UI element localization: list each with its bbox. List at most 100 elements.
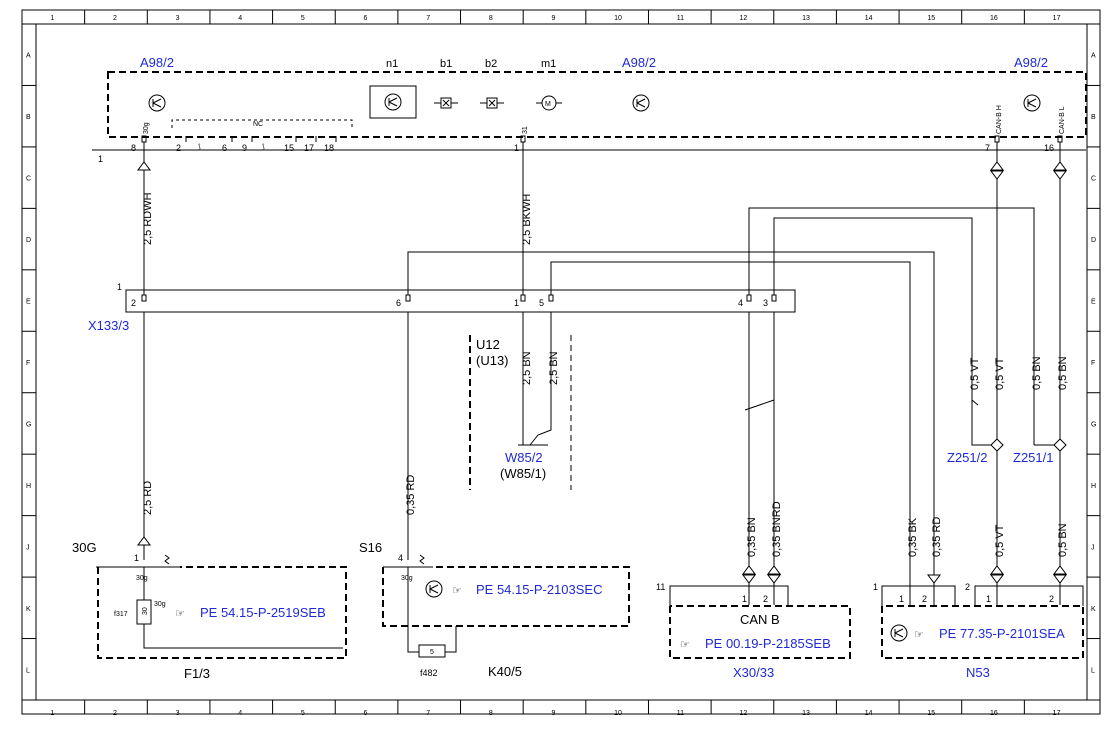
f13-label: F1/3 bbox=[184, 666, 210, 681]
m1-label: m1 bbox=[541, 58, 556, 70]
grid-labels: 1122334455667788991010111112121313141415… bbox=[22, 10, 1100, 717]
svg-text:6: 6 bbox=[396, 298, 401, 308]
grid-column-label: 12 bbox=[739, 710, 747, 717]
grid-column-label: 2 bbox=[113, 710, 117, 717]
grid-row-label: F bbox=[26, 360, 30, 367]
svg-text:5: 5 bbox=[430, 649, 434, 656]
svg-text:30: 30 bbox=[142, 607, 149, 615]
can-b-label: CAN B bbox=[740, 612, 780, 627]
x30-label: X30/33 bbox=[733, 665, 774, 680]
grid-column-label: 5 bbox=[301, 710, 305, 717]
svg-text:2,5 BN: 2,5 BN bbox=[548, 351, 560, 385]
grid-column-label: 15 bbox=[927, 710, 935, 717]
grid-column-label: 16 bbox=[990, 15, 998, 22]
grid-row-label: F bbox=[1091, 360, 1095, 367]
svg-text:1: 1 bbox=[873, 582, 878, 592]
grid-row-label: D bbox=[1091, 237, 1096, 244]
control-unit-icon bbox=[632, 94, 650, 112]
grid-row-label: L bbox=[1091, 667, 1095, 674]
grid-column-label: 1 bbox=[50, 710, 54, 717]
svg-text:2: 2 bbox=[176, 143, 181, 153]
pointer-icon: ☞ bbox=[680, 639, 690, 651]
svg-text:0,5 VT: 0,5 VT bbox=[994, 524, 1006, 557]
reference-link-n53[interactable]: PE 77.35-P-2101SEA bbox=[939, 626, 1065, 641]
svg-text:7: 7 bbox=[985, 143, 990, 153]
svg-text:30G: 30G bbox=[72, 540, 97, 555]
svg-text:1: 1 bbox=[514, 298, 519, 308]
svg-text:11: 11 bbox=[656, 582, 665, 592]
svg-text:1: 1 bbox=[986, 594, 991, 604]
grid-row-label: E bbox=[26, 299, 31, 306]
reference-link-k40[interactable]: PE 54.15-P-2103SEC bbox=[476, 582, 602, 597]
grid-column-label: 13 bbox=[802, 15, 810, 22]
grid-column-label: 5 bbox=[301, 15, 305, 22]
x133-label: X133/3 bbox=[88, 318, 129, 333]
grid-row-label: E bbox=[1091, 299, 1096, 306]
grid-column-label: 9 bbox=[552, 710, 556, 717]
z251-2-label: Z251/2 bbox=[947, 450, 987, 465]
svg-text:18: 18 bbox=[324, 143, 334, 153]
grid-column-label: 6 bbox=[364, 15, 368, 22]
grid-row-label: B bbox=[1091, 114, 1096, 121]
diagram-frame bbox=[21, 9, 1101, 715]
svg-text:⟆: ⟆ bbox=[198, 143, 201, 151]
n53-label: N53 bbox=[966, 665, 990, 680]
svg-text:0,5 BN: 0,5 BN bbox=[1057, 356, 1069, 390]
control-unit-icon bbox=[148, 94, 166, 112]
grid-column-label: 13 bbox=[802, 710, 810, 717]
svg-text:⟆: ⟆ bbox=[262, 143, 265, 151]
grid-column-label: 11 bbox=[677, 710, 684, 717]
grid-column-label: 17 bbox=[1053, 15, 1061, 22]
b1-label: b1 bbox=[440, 58, 452, 70]
svg-text:0,5 BN: 0,5 BN bbox=[1057, 523, 1069, 557]
control-unit-icon bbox=[369, 85, 417, 119]
svg-text:4: 4 bbox=[738, 298, 743, 308]
svg-text:15: 15 bbox=[284, 143, 294, 153]
k40-label: K40/5 bbox=[488, 664, 522, 679]
svg-text:0,35 BK: 0,35 BK bbox=[907, 517, 919, 557]
svg-text:31: 31 bbox=[522, 126, 529, 134]
svg-text:1: 1 bbox=[98, 154, 103, 164]
reference-link-f13[interactable]: PE 54.15-P-2519SEB bbox=[200, 605, 326, 620]
b2-label: b2 bbox=[485, 58, 497, 70]
wire-label: 2,5 BKWH bbox=[521, 194, 533, 245]
svg-text:2,5 BN: 2,5 BN bbox=[521, 351, 533, 385]
grid-row-label: G bbox=[26, 421, 31, 428]
control-unit-icon bbox=[1023, 94, 1041, 112]
grid-column-label: 14 bbox=[865, 710, 873, 717]
a98-label-mid: A98/2 bbox=[622, 55, 656, 70]
svg-text:0,5 BN: 0,5 BN bbox=[1031, 356, 1043, 390]
svg-text:1: 1 bbox=[117, 282, 122, 292]
svg-text:2: 2 bbox=[131, 298, 136, 308]
grid-column-label: 12 bbox=[739, 15, 747, 22]
a98-label-left: A98/2 bbox=[140, 55, 174, 70]
svg-text:9: 9 bbox=[242, 143, 247, 153]
grid-row-label: K bbox=[26, 606, 31, 613]
grid-column-label: 8 bbox=[489, 710, 493, 717]
svg-text:30g: 30g bbox=[143, 122, 150, 134]
grid-row-label: C bbox=[26, 176, 31, 183]
z251-1-label: Z251/1 bbox=[1013, 450, 1053, 465]
pointer-icon: ☞ bbox=[452, 585, 462, 597]
reference-link-x30[interactable]: PE 00.19-P-2185SEB bbox=[705, 636, 831, 651]
grid-column-label: 16 bbox=[990, 710, 998, 717]
svg-text:S16: S16 bbox=[359, 540, 382, 555]
svg-text:0,5 VT: 0,5 VT bbox=[969, 357, 981, 390]
grid-column-label: 9 bbox=[552, 15, 556, 22]
svg-text:5: 5 bbox=[539, 298, 544, 308]
grid-row-label: A bbox=[1091, 53, 1096, 60]
svg-text:1: 1 bbox=[899, 594, 904, 604]
grid-column-label: 4 bbox=[238, 710, 242, 717]
svg-text:0,35 RD: 0,35 RD bbox=[931, 517, 943, 557]
grid-row-label: H bbox=[1091, 483, 1096, 490]
a98-label-right: A98/2 bbox=[1014, 55, 1048, 70]
grid-column-label: 11 bbox=[677, 15, 684, 22]
svg-text:30g: 30g bbox=[154, 601, 166, 608]
w85-2-label: W85/2 bbox=[505, 450, 543, 465]
svg-text:2,5 RD: 2,5 RD bbox=[142, 481, 154, 515]
n1-label: n1 bbox=[386, 58, 398, 70]
svg-text:1: 1 bbox=[134, 553, 139, 563]
sensor-icon bbox=[480, 97, 504, 109]
f482-label: f482 bbox=[420, 668, 438, 678]
grid-column-label: 2 bbox=[113, 15, 117, 22]
